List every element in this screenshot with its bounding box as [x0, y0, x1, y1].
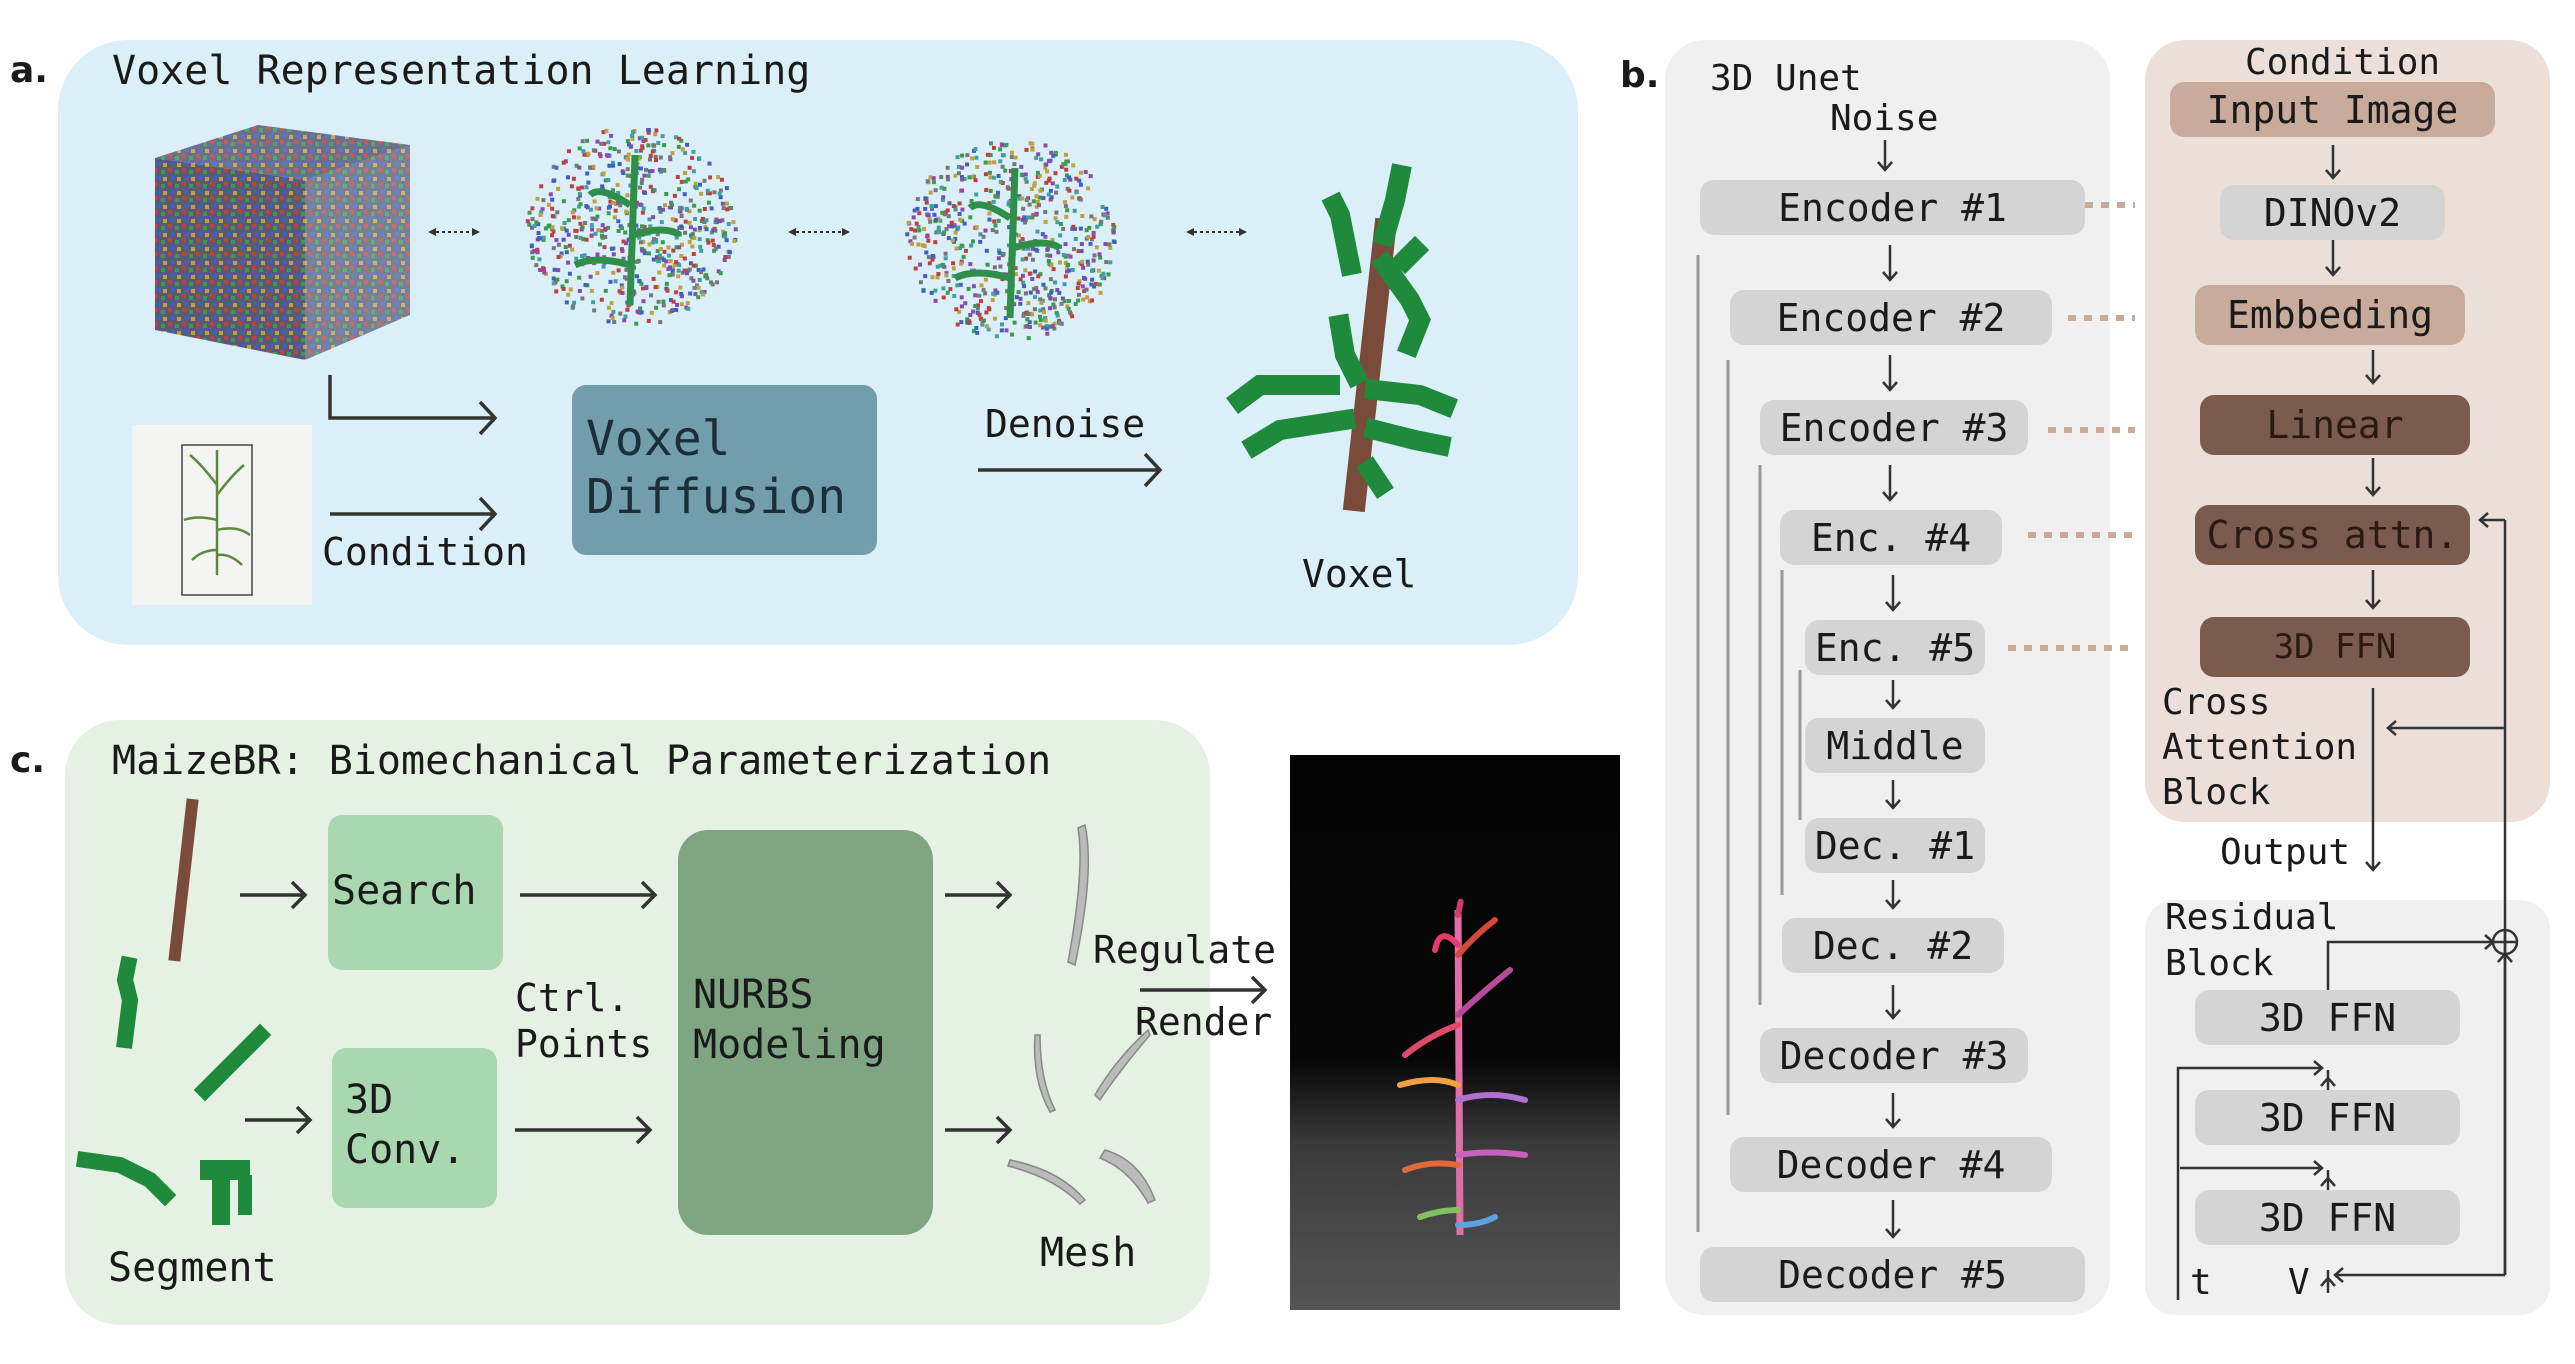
condition-label: Condition — [322, 530, 528, 574]
panel-a-label: a. — [10, 50, 48, 91]
residual-ffn-3: 3D FFN — [2195, 1190, 2460, 1245]
regulate-label: Regulate — [1093, 928, 1277, 972]
unet-block-encoder-1: Encoder #1 — [1700, 180, 2085, 235]
unet-block-encoder-3: Encoder #3 — [1760, 400, 2028, 455]
cross-attention-block-label: Cross Attention Block — [2162, 682, 2358, 813]
rendered-maize-image — [1290, 755, 1620, 1310]
conv-box — [332, 1048, 497, 1208]
noise-label: Noise — [1830, 98, 1939, 139]
panel-a-title: Voxel Representation Learning — [112, 48, 811, 94]
mesh-pieces-icon — [1007, 823, 1156, 1206]
render-label: Render — [1135, 1000, 1273, 1044]
unet-block-decoder-5: Decoder #5 — [1700, 1247, 2085, 1302]
unet-block-middle: Middle — [1805, 718, 1985, 773]
panel-c-label: c. — [10, 740, 46, 781]
unet-block-decoder-4: Decoder #4 — [1730, 1137, 2052, 1192]
panel-b-label: b. — [1620, 55, 1660, 96]
unet-block-dec-1: Dec. #1 — [1805, 818, 1985, 873]
denoise-label: Denoise — [985, 402, 1146, 446]
unet-title: 3D Unet — [1710, 58, 1862, 99]
unet-block-enc-5: Enc. #5 — [1805, 620, 1985, 675]
conv-label: 3D Conv. — [345, 1077, 466, 1173]
mesh-label: Mesh — [1040, 1230, 1137, 1276]
voxel-diffusion-box — [572, 385, 877, 555]
unet-background — [1665, 40, 2110, 1315]
residual-ffn-2: 3D FFN — [2195, 1090, 2460, 1145]
t-label: t — [2190, 1262, 2212, 1303]
v-label: V — [2288, 1262, 2310, 1303]
voxel-diffusion-label: Voxel Diffusion — [586, 411, 847, 525]
dinov2-block: DINOv2 — [2220, 185, 2445, 240]
search-label: Search — [332, 868, 477, 914]
unet-block-enc-4: Enc. #4 — [1780, 510, 2002, 565]
input-image-thumbnail — [132, 425, 312, 605]
search-box — [328, 815, 503, 970]
rendered-maize-icon — [1397, 898, 1528, 1236]
nurbs-box — [678, 830, 933, 1235]
residual-block-label: Residual Block — [2165, 897, 2339, 984]
linear-block: Linear — [2200, 395, 2470, 455]
cross-attn-block: Cross attn. — [2195, 505, 2470, 565]
stem-segment-icon — [168, 798, 199, 962]
unet-block-dec-2: Dec. #2 — [1782, 918, 2004, 973]
condition-title: Condition — [2245, 42, 2441, 83]
panel-c-title: MaizeBR: Biomechanical Parameterization — [112, 738, 1052, 784]
condition-3d-ffn-block: 3D FFN — [2200, 617, 2470, 677]
maize-sketch-icon — [181, 444, 253, 596]
segment-label: Segment — [108, 1245, 277, 1291]
input-image-block: Input Image — [2170, 82, 2495, 137]
residual-ffn-1: 3D FFN — [2195, 990, 2460, 1045]
ctrl-points-label: Ctrl. Points — [515, 976, 653, 1066]
panel-c-background — [65, 720, 1210, 1325]
unet-block-decoder-3: Decoder #3 — [1760, 1028, 2028, 1083]
voxel-label: Voxel — [1302, 552, 1417, 596]
unet-block-encoder-2: Encoder #2 — [1730, 290, 2052, 345]
nurbs-label: NURBS Modeling — [693, 972, 886, 1068]
embedding-block: Embbeding — [2195, 285, 2465, 345]
output-label: Output — [2220, 832, 2351, 873]
